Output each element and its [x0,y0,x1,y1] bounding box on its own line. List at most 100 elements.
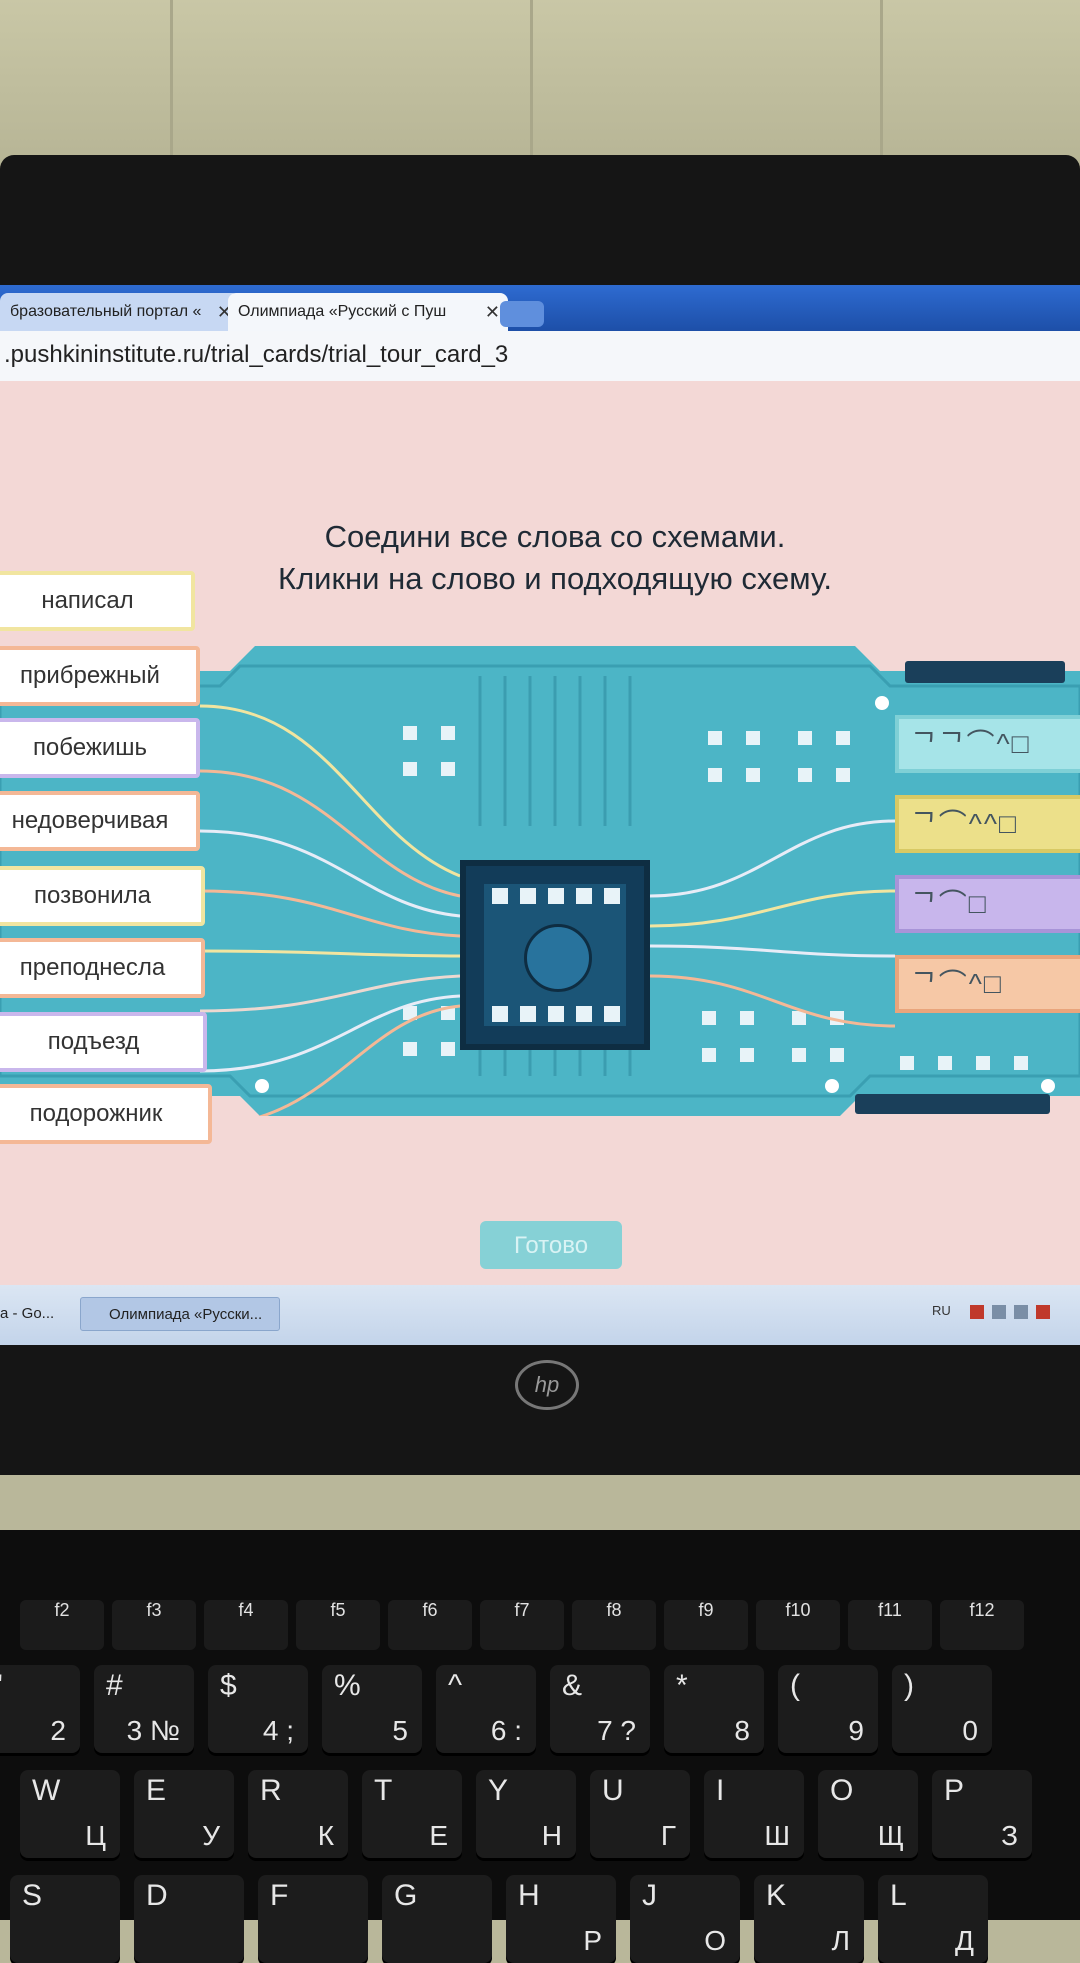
scheme-card[interactable]: ᄀᄀ⌒^□ [895,715,1080,773]
scheme-card[interactable]: ᄀ⌒□ [895,875,1080,933]
keyboard-key[interactable]: (9 [778,1665,878,1753]
key-primary-label: K [766,1879,787,1912]
tab-olympiad[interactable]: Олимпиада «Русский с Пуш ✕ [228,293,508,331]
scheme-card[interactable]: ᄀ⌒^□ [895,955,1080,1013]
task-instruction: Соедини все слова со схемами. Кликни на … [240,516,870,600]
word-card[interactable]: позвонила [0,866,205,926]
taskbar-item-prev[interactable]: а - Go... [0,1305,55,1322]
connector-strips [855,661,1065,1114]
keyboard-key[interactable]: )0 [892,1665,992,1753]
keyboard-key[interactable]: D [134,1875,244,1963]
key-secondary-label: Л [831,1925,850,1956]
key-secondary-label: 7 ? [597,1715,636,1746]
function-key[interactable]: f6 [388,1600,472,1650]
key-primary-label: # [106,1669,123,1702]
function-key[interactable]: f2 [20,1600,104,1650]
function-key[interactable]: f5 [296,1600,380,1650]
keyboard-key[interactable]: S [10,1875,120,1963]
key-secondary-label: Ц [85,1820,106,1851]
key-primary-label: W [32,1774,61,1807]
key-primary-label: * [676,1669,688,1702]
keyboard-key[interactable]: $4 ; [208,1665,308,1753]
key-secondary-label: 8 [734,1715,750,1746]
keyboard-key[interactable]: %5 [322,1665,422,1753]
chip-pin [492,1006,508,1022]
network-icon[interactable] [992,1305,1006,1319]
key-primary-label: " [0,1669,3,1703]
language-indicator[interactable]: RU [932,1303,951,1318]
key-primary-label: ( [790,1669,800,1702]
key-primary-label: I [716,1774,725,1807]
word-card[interactable]: преподнесла [0,938,205,998]
word-card[interactable]: подорожник [0,1084,212,1144]
new-tab-button[interactable] [500,301,544,327]
connection-wires [199,704,896,1116]
hp-logo: hp [515,1360,579,1410]
chip-pin [604,1006,620,1022]
chip-pin [548,888,564,904]
tile-seam [880,0,883,180]
keyboard-key[interactable]: F [258,1875,368,1963]
key-secondary-label: Н [541,1820,562,1851]
scheme-card[interactable]: ᄀ⌒^^□ [895,795,1080,853]
word-card[interactable]: подъезд [0,1012,207,1072]
word-card[interactable]: прибрежный [0,646,200,706]
keyboard-key[interactable]: G [382,1875,492,1963]
chip-pin [604,888,620,904]
antivirus-icon[interactable] [970,1305,984,1319]
function-key[interactable]: f11 [848,1600,932,1650]
close-icon[interactable]: ✕ [484,302,500,322]
function-key[interactable]: f7 [480,1600,564,1650]
function-key[interactable]: f8 [572,1600,656,1650]
key-secondary-label: 5 [392,1715,408,1746]
chip-pin [520,1006,536,1022]
page-content: Соедини все слова со схемами. Кликни на … [0,381,1080,1285]
keyboard-key[interactable]: ^6 : [436,1665,536,1753]
word-card[interactable]: написал [0,571,195,631]
taskbar-item-olympiad[interactable]: Олимпиада «Русски... [80,1297,280,1331]
function-key[interactable]: f9 [664,1600,748,1650]
key-secondary-label: Г [660,1820,676,1851]
function-key[interactable]: f3 [112,1600,196,1650]
word-card[interactable]: недоверчивая [0,791,200,851]
function-key[interactable]: f12 [940,1600,1024,1650]
volume-icon[interactable] [1014,1305,1028,1319]
function-key[interactable]: f10 [756,1600,840,1650]
key-secondary-label: Р [583,1925,602,1956]
chip-pin [520,888,536,904]
key-primary-label: $ [220,1669,237,1702]
word-card[interactable]: побежишь [0,718,200,778]
key-secondary-label: 3 № [126,1715,180,1746]
crocodile-logo-icon [524,924,592,992]
key-primary-label: U [602,1774,624,1807]
function-key[interactable]: f4 [204,1600,288,1650]
tab-portal[interactable]: бразовательный портал « ✕ [0,293,240,331]
laptop-screen: бразовательный портал « ✕ Олимпиада «Рус… [0,285,1080,1345]
mount-holes [255,696,1055,1093]
keyboard-key[interactable]: &7 ? [550,1665,650,1753]
keyboard-key[interactable]: "2 [0,1665,80,1753]
done-button[interactable]: Готово [480,1221,622,1269]
keyboard-key[interactable]: #3 № [94,1665,194,1753]
key-secondary-label: 4 ; [262,1715,294,1746]
tile-seam [530,0,533,180]
alert-icon[interactable] [1036,1305,1050,1319]
address-bar[interactable]: .pushkininstitute.ru/trial_cards/trial_t… [0,331,1080,383]
keyboard-key[interactable]: *8 [664,1665,764,1753]
key-primary-label: & [562,1669,583,1702]
key-secondary-label: Д [955,1925,974,1956]
key-primary-label: D [146,1879,168,1912]
